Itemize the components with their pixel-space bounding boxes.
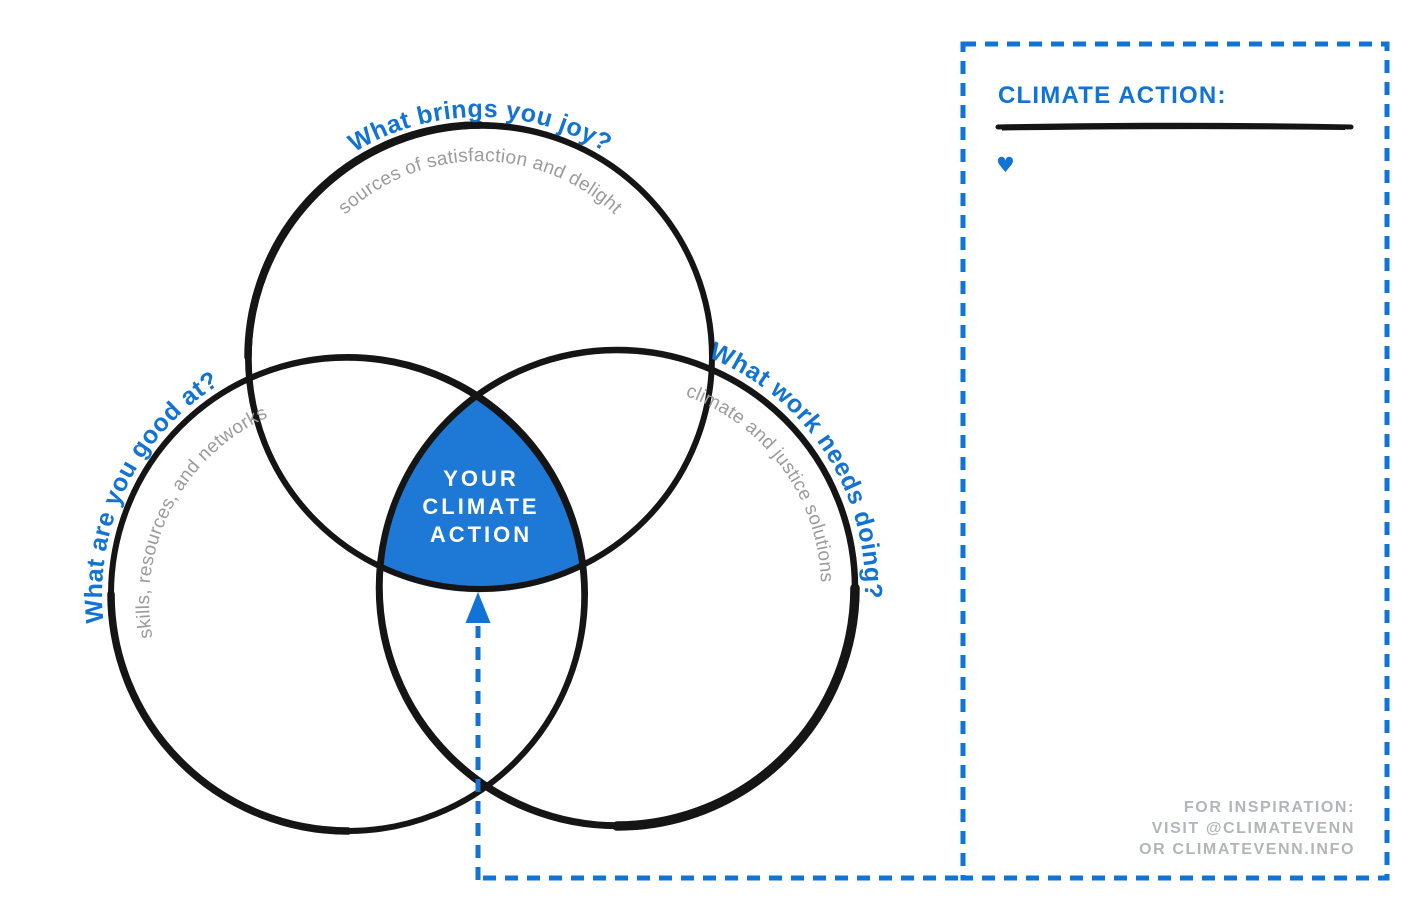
footer-line2: VISIT @CLIMATEVENN [1152, 820, 1355, 837]
climate-action-panel: CLIMATE ACTION: ♥ FOR INSPIRATION: VISIT… [995, 82, 1355, 858]
panel-title: CLIMATE ACTION: [998, 82, 1227, 109]
panel-writing-line-stroke [995, 122, 1354, 130]
center-label: YOUR CLIMATE ACTION [422, 466, 539, 547]
circle-good-at-thick-stroke [107, 590, 352, 835]
footer-line1: FOR INSPIRATION: [1184, 799, 1355, 816]
arrowhead-up-icon [465, 592, 491, 623]
center-label-line1: YOUR [443, 466, 519, 491]
panel-footer: FOR INSPIRATION: VISIT @CLIMATEVENN OR C… [1139, 799, 1355, 858]
center-label-line3: ACTION [430, 522, 532, 547]
center-label-line2: CLIMATE [422, 494, 539, 519]
dashed-connector [475, 41, 1390, 881]
center-intersection-region [383, 395, 581, 593]
heart-icon: ♥ [996, 153, 1015, 177]
panel-writing-line [995, 122, 1354, 131]
venn-circles [107, 121, 860, 835]
joy-subtitle-label: sources of satisfaction and delight [334, 145, 626, 219]
circle-joy-thick-stroke [244, 121, 484, 361]
circle-work-thick-stroke [612, 583, 860, 831]
footer-line3: OR CLIMATEVENN.INFO [1139, 841, 1355, 858]
climate-action-panel-border [960, 41, 1390, 881]
panel-writing-line-texture [1001, 127, 1346, 131]
